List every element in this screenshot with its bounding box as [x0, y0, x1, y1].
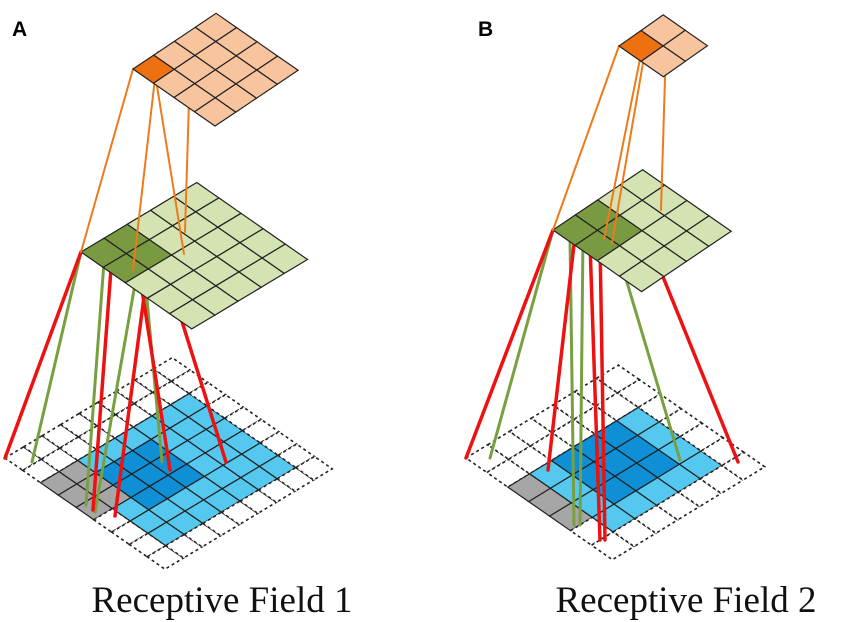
panel-a-connection-lines-upper [80, 51, 190, 271]
receptive-field-line [588, 241, 602, 542]
input-cell [698, 464, 745, 495]
input-cell [720, 451, 767, 482]
panel-b-middle-grid [551, 168, 733, 293]
panel-b-top-grid [617, 14, 709, 78]
top-to-middle-line [603, 28, 647, 240]
top-to-middle-line [132, 51, 159, 271]
middle-to-input-line [488, 228, 555, 460]
middle-to-input-line [84, 260, 106, 507]
panel-a-top-grid [131, 12, 300, 127]
receptive-field-line [546, 234, 577, 472]
input-cell [677, 477, 723, 508]
middle-cell [261, 243, 309, 275]
panel-b-caption: Receptive Field 2 [556, 580, 817, 621]
top-to-middle-line [80, 68, 134, 253]
top-cell [255, 55, 300, 86]
panel-b-label: B [478, 18, 493, 41]
top-to-middle-line [611, 62, 644, 244]
input-cell [294, 455, 334, 481]
middle-cell [685, 215, 733, 248]
middle-to-input-line [578, 234, 585, 527]
panel-b-connection-lines-lower [464, 218, 740, 542]
middle-to-input-line [93, 248, 143, 514]
top-to-middle-line [552, 45, 620, 231]
panel-a-middle-grid [79, 181, 309, 330]
panel-a-label: A [12, 18, 27, 41]
panel-a-input-grid [3, 356, 334, 571]
receptive-field-line [91, 267, 113, 512]
receptive-field-line [3, 250, 83, 460]
top-to-middle-line [156, 85, 185, 255]
receptive-field-line [464, 228, 555, 460]
panel-a: A Receptive Field 1 [3, 12, 353, 621]
top-to-middle-line [184, 100, 190, 233]
top-cell [662, 29, 709, 62]
panel-b-input-grid [464, 364, 767, 561]
middle-to-input-line [30, 250, 83, 464]
panel-b: B Receptive Field 2 [464, 14, 817, 621]
receptive-field-line [598, 240, 607, 542]
panel-a-caption: Receptive Field 1 [92, 580, 353, 621]
